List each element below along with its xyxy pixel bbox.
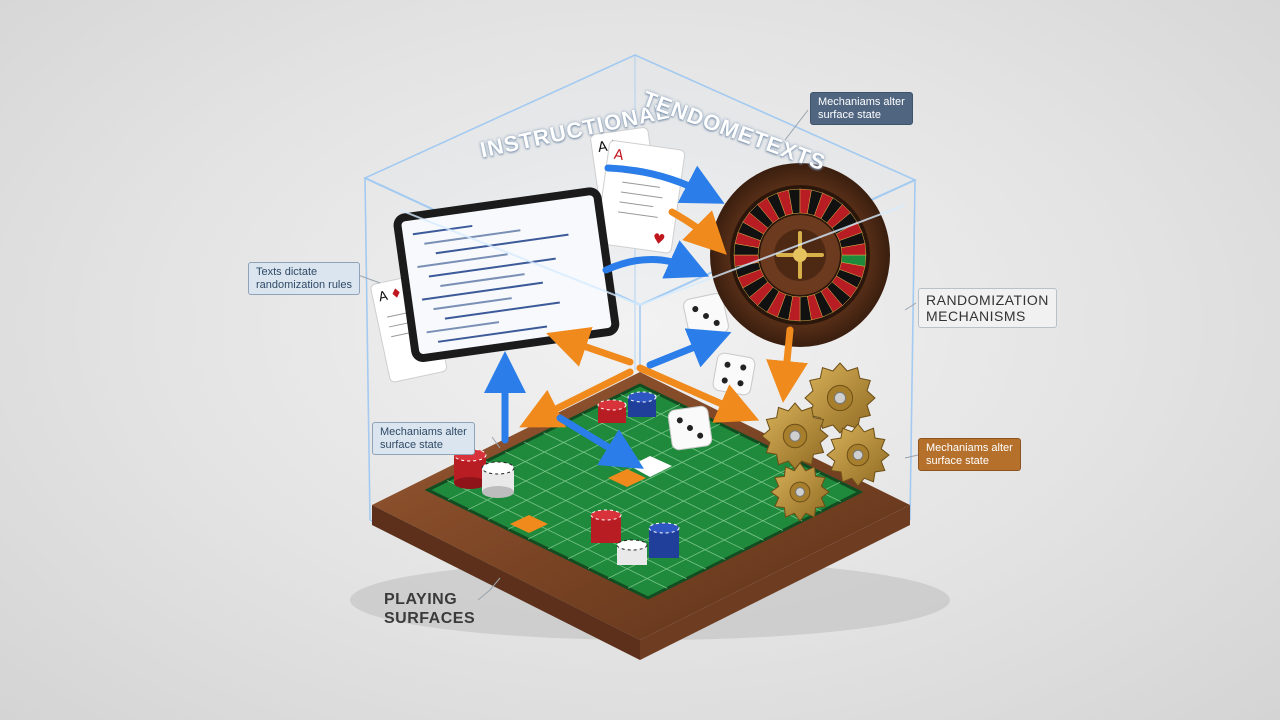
label-playing-surfaces: PLAYING SURFACES xyxy=(384,590,475,628)
label-line: Mechaniams alter xyxy=(380,426,467,438)
label-line: randomization rules xyxy=(256,278,352,291)
label-line: surface state xyxy=(926,454,989,467)
board-tile-orange xyxy=(510,515,548,533)
poker-chip-icon xyxy=(453,391,680,565)
tablet-icon xyxy=(393,187,620,362)
label-top-right: Mechaniams alter surface state xyxy=(810,92,913,126)
gear-icon xyxy=(761,362,890,522)
label-randomization-mechanisms: RANDOMIZATION MECHANISMS xyxy=(918,288,1057,329)
label-line: Mechaniams alter xyxy=(926,442,1013,454)
label-left-lower: Mechaniams alter surface state xyxy=(372,422,475,456)
svg-text:A: A xyxy=(613,147,625,164)
label-line: RANDOMIZATION xyxy=(926,292,1049,308)
label-right-lower: Mechaniams alter surface state xyxy=(918,438,1021,472)
label-line: SURFACES xyxy=(384,610,476,628)
label-line: Mechaniams alter xyxy=(818,96,905,108)
svg-text:A: A xyxy=(377,289,389,306)
roulette-wheel-icon xyxy=(710,163,890,347)
callout-leaders xyxy=(357,109,919,601)
svg-text:♦: ♦ xyxy=(389,286,404,303)
label-left: Texts dictate randomization rules xyxy=(248,262,360,296)
svg-text:♥: ♥ xyxy=(652,231,667,249)
label-line: MECHANISMS xyxy=(926,308,1026,325)
label-line: Texts dictate xyxy=(256,266,318,278)
label-line: surface state xyxy=(818,108,881,121)
label-line: surface state xyxy=(380,438,443,451)
flow-arrows xyxy=(484,164,808,469)
label-line: PLAYING xyxy=(384,591,458,608)
board-tile-orange xyxy=(608,469,646,487)
